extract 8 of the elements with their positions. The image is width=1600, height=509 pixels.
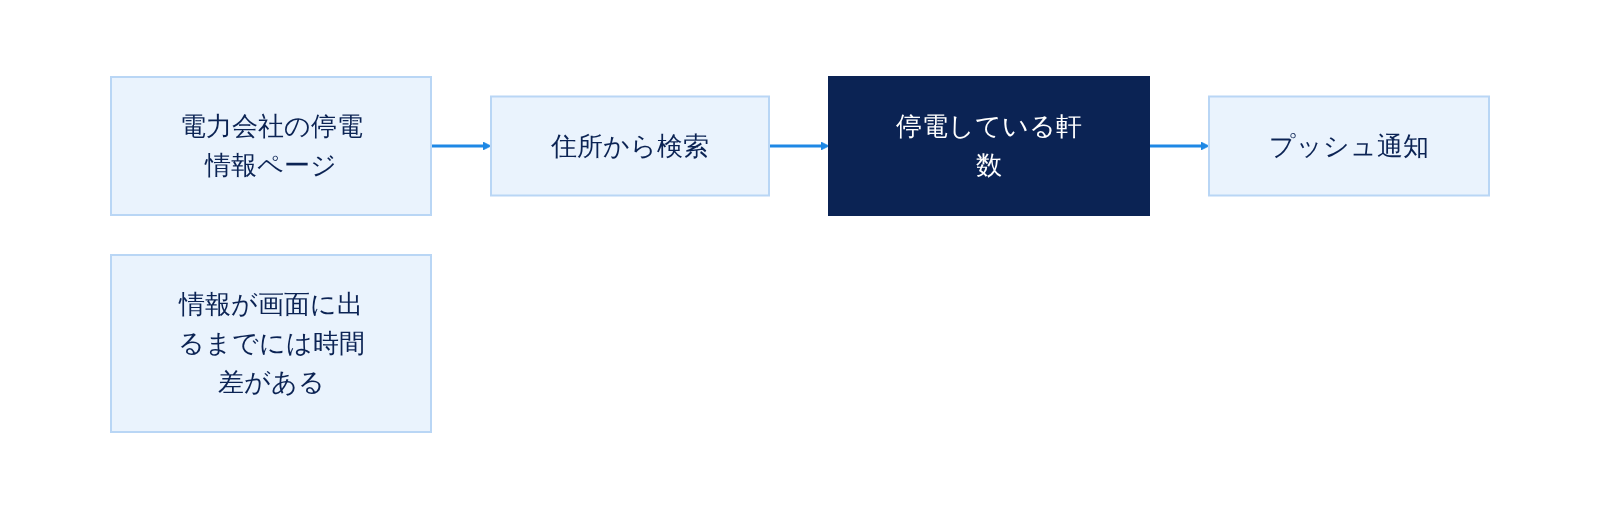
node-box: 電力会社の停電情報ページ (110, 76, 432, 216)
arrow (769, 141, 830, 151)
node-box: 住所から検索 (490, 95, 770, 197)
arrow (431, 141, 492, 151)
node-box: 停電している軒数 (828, 76, 1150, 216)
node-box: 情報が画面に出るまでには時間差がある (110, 254, 432, 433)
node-box: プッシュ通知 (1208, 95, 1490, 197)
arrow (1149, 141, 1210, 151)
